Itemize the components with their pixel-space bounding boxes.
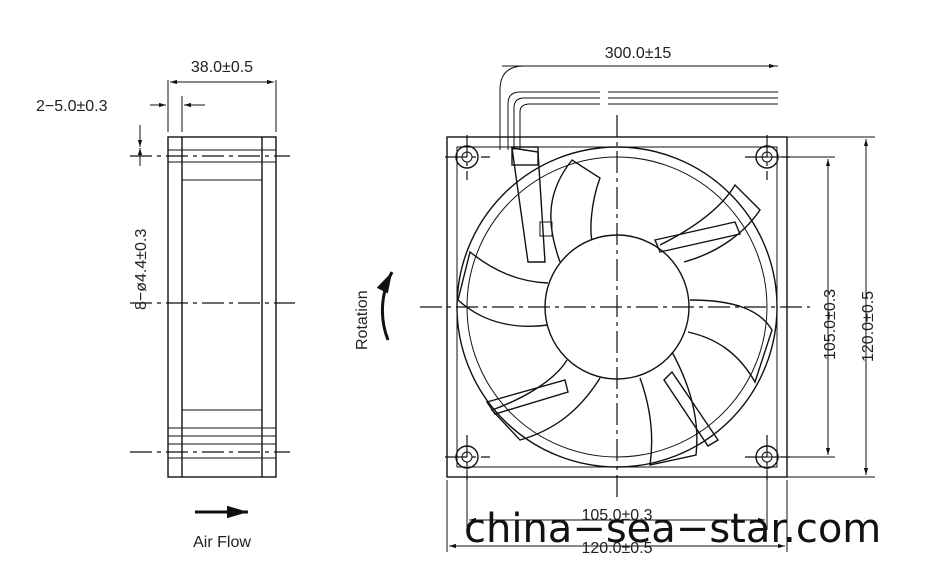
frame-width-dimension: 120.0±0.5 bbox=[581, 540, 652, 557]
rotation-arrow-icon bbox=[376, 271, 394, 341]
watermark: china−sea−star.com bbox=[464, 506, 881, 552]
front-view: 300.0±15 Rotation 105.0±0.3 120.0±0.5 10… bbox=[354, 45, 877, 557]
side-frame-outline bbox=[167, 136, 277, 478]
side-width-dimension: 38.0±0.5 bbox=[191, 59, 253, 76]
fan-blades bbox=[457, 159, 773, 466]
hole-spacing-horizontal: 105.0±0.3 bbox=[581, 507, 652, 524]
airflow-label: Air Flow bbox=[193, 534, 251, 551]
cable-length-dimension: 300.0±15 bbox=[605, 45, 672, 62]
rotation-label: Rotation bbox=[354, 290, 371, 350]
side-offset-dimension: 2−5.0±0.3 bbox=[36, 98, 108, 115]
frame-height-dimension: 120.0±0.5 bbox=[860, 291, 877, 362]
side-view: 38.0±0.5 2−5.0±0.3 8−ø4.4±0.3 Air Flow bbox=[36, 59, 295, 551]
side-holes-dimension: 8−ø4.4±0.3 bbox=[133, 229, 150, 310]
lead-wires bbox=[499, 65, 778, 263]
hole-spacing-vertical: 105.0±0.3 bbox=[822, 289, 839, 360]
